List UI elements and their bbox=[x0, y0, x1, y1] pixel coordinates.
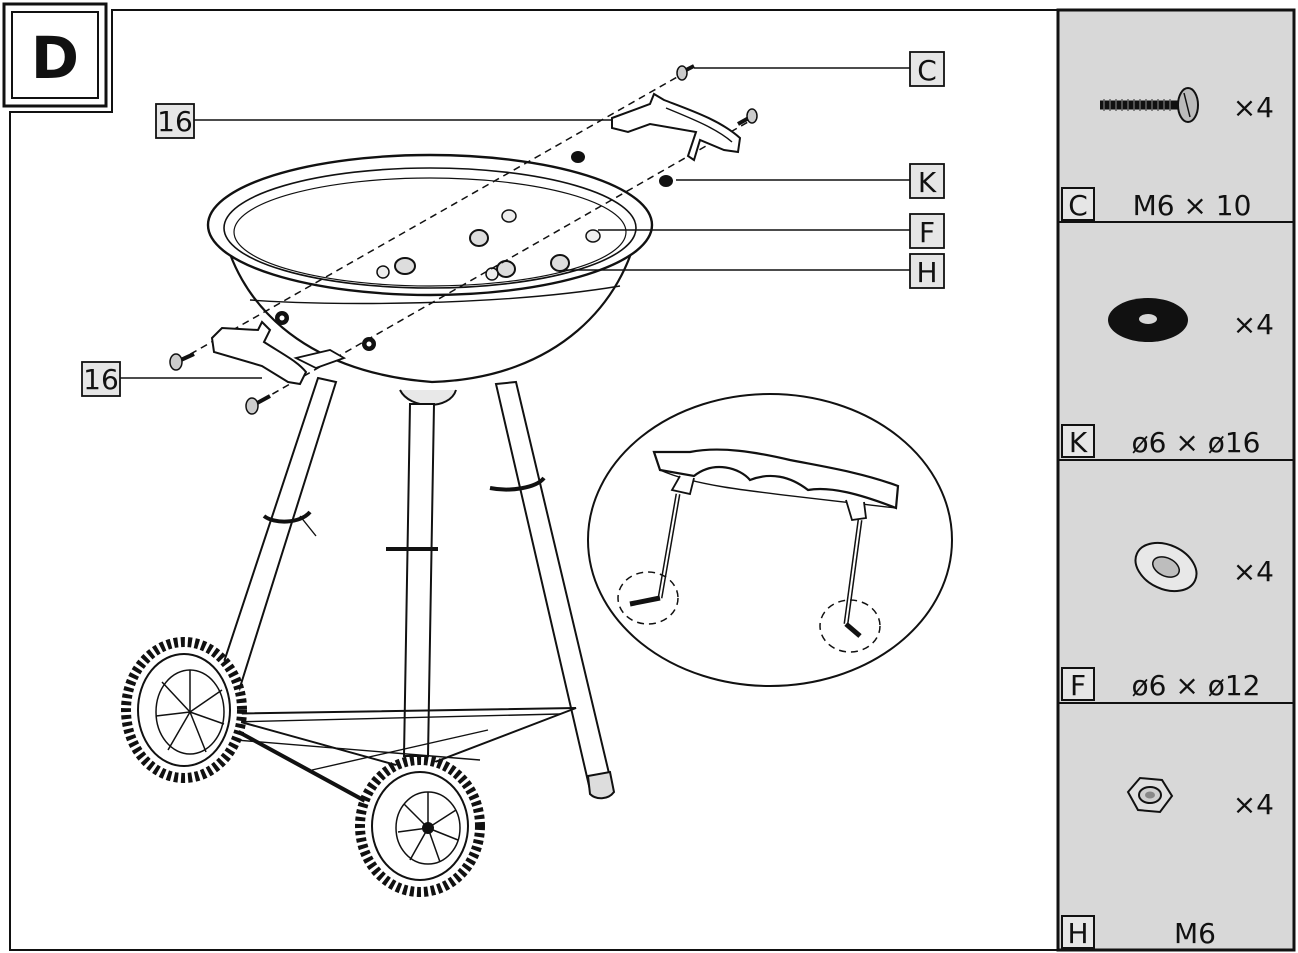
handle-screws bbox=[169, 64, 758, 415]
detail-circle-left bbox=[617, 571, 679, 625]
callout-c: C bbox=[694, 51, 945, 87]
callout-h: H bbox=[566, 253, 945, 289]
part-h-qty: ×4 bbox=[1233, 788, 1274, 821]
part-k-letter-box bbox=[1061, 424, 1095, 458]
part-f: ×4 F ø6 × ø12 bbox=[1061, 541, 1274, 702]
callout-k-label: K bbox=[918, 166, 937, 199]
screw-top bbox=[676, 64, 695, 81]
rear-wheel bbox=[121, 637, 247, 783]
part-k: ×4 K ø6 × ø16 bbox=[1061, 298, 1274, 459]
part-k-qty: ×4 bbox=[1233, 308, 1274, 341]
part-h-letter-box bbox=[1061, 915, 1095, 949]
part-c-letter: C bbox=[1068, 189, 1088, 222]
lower-handle bbox=[210, 320, 347, 386]
callout-h-label: H bbox=[916, 256, 937, 289]
detail-circle-right bbox=[819, 599, 881, 653]
part-c-qty: ×4 bbox=[1233, 91, 1274, 124]
part-f-letter: F bbox=[1070, 669, 1086, 702]
part-f-letter-box bbox=[1061, 667, 1095, 701]
handle-detail-inset bbox=[587, 393, 953, 687]
part-f-spec: ø6 × ø12 bbox=[1132, 669, 1261, 702]
part-k-letter: K bbox=[1069, 426, 1088, 459]
screw-icon bbox=[1100, 87, 1199, 123]
callouts: C 16 K F H 16 bbox=[81, 51, 945, 397]
step-letter: D bbox=[31, 24, 79, 92]
callout-16-top: 16 bbox=[155, 103, 612, 139]
washer-icon bbox=[1134, 541, 1198, 593]
part-h: ×4 H M6 bbox=[1061, 776, 1274, 950]
part-c-letter-box bbox=[1061, 187, 1095, 221]
part-f-qty: ×4 bbox=[1233, 555, 1274, 588]
front-wheel bbox=[355, 755, 485, 897]
callout-16-bottom-label: 16 bbox=[83, 363, 119, 396]
callout-k: K bbox=[676, 163, 945, 199]
parts-panel: ×4 C M6 × 10 ×4 K ø6 × ø16 ×4 F ø6 bbox=[1056, 8, 1296, 952]
part-h-spec: M6 bbox=[1174, 917, 1216, 950]
callout-f-label: F bbox=[919, 216, 935, 249]
part-k-spec: ø6 × ø16 bbox=[1132, 426, 1261, 459]
step-badge: D bbox=[2, 2, 108, 108]
upper-handle bbox=[611, 92, 742, 162]
grill-legs bbox=[179, 376, 616, 822]
hex-nut-icon bbox=[1126, 776, 1174, 814]
screw-left-bottom bbox=[245, 394, 271, 415]
grill-illustration bbox=[121, 64, 953, 897]
callout-16-bottom: 16 bbox=[81, 361, 262, 397]
bowl-fasteners bbox=[275, 151, 673, 351]
part-h-letter: H bbox=[1067, 917, 1088, 950]
screw-right bbox=[737, 108, 758, 126]
part-c-spec: M6 × 10 bbox=[1133, 189, 1252, 222]
large-washer-icon bbox=[1108, 298, 1188, 342]
part-c: ×4 C M6 × 10 bbox=[1061, 87, 1274, 222]
callout-c-label: C bbox=[917, 54, 937, 87]
callout-16-top-label: 16 bbox=[157, 105, 193, 138]
screw-left-top bbox=[169, 352, 195, 371]
callout-f: F bbox=[598, 213, 945, 249]
